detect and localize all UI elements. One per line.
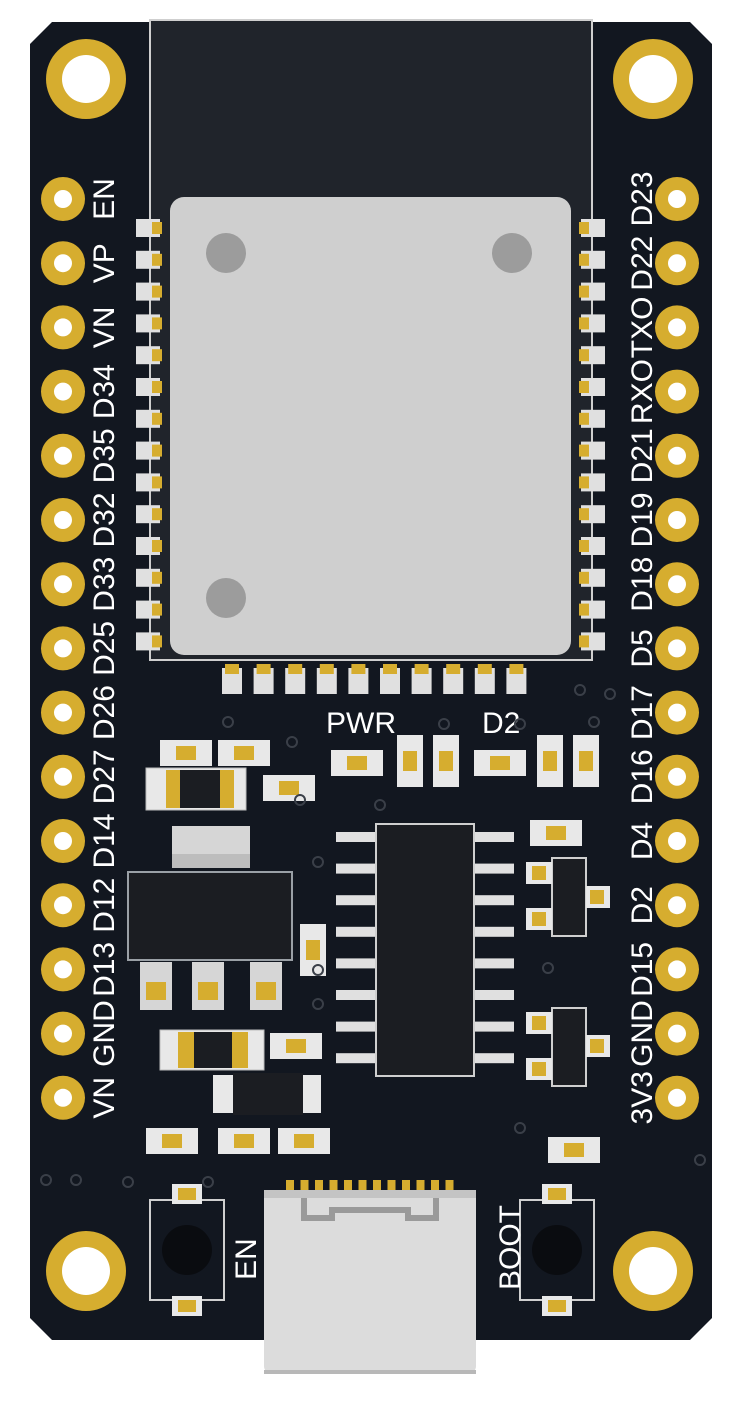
pin-label: D13: [88, 942, 121, 997]
diode-top: [145, 767, 247, 811]
pin-label: D26: [88, 685, 121, 740]
sma-diode: [213, 1073, 321, 1115]
en-button[interactable]: [149, 1184, 225, 1316]
boot-button[interactable]: [519, 1184, 595, 1316]
pin-label: D2: [626, 886, 659, 924]
pin-label: D34: [88, 364, 121, 419]
pin-label: D18: [626, 557, 659, 612]
pin-label: D32: [88, 492, 121, 547]
pwr-led-label: PWR: [326, 707, 396, 740]
wifi-module: [136, 19, 605, 694]
pin-label: VP: [88, 243, 121, 283]
mounting-holes: [46, 39, 693, 1311]
pin-label: D35: [88, 428, 121, 483]
module-shield: [170, 197, 571, 655]
pin-label: D21: [626, 428, 659, 483]
pin-label: D12: [88, 878, 121, 933]
boot-button-label: BOOT: [494, 1205, 527, 1290]
pin-label: VN: [88, 307, 121, 349]
pin-label: D17: [626, 685, 659, 740]
diode-bottom: [159, 1029, 265, 1071]
module-castellated-pads: [136, 219, 605, 694]
pin-label: D19: [626, 492, 659, 547]
en-button-label: EN: [230, 1238, 263, 1280]
en-button-actuator: [162, 1225, 212, 1275]
smd-components: [146, 735, 600, 1163]
pin-label: EN: [88, 178, 121, 220]
usb-c-connector: [264, 1180, 476, 1374]
pin-label: D33: [88, 557, 121, 612]
pin-label: D16: [626, 749, 659, 804]
usb-serial-chip: [336, 823, 514, 1077]
pin-label: GND: [88, 1000, 121, 1067]
pin-label: D5: [626, 629, 659, 667]
boot-button-actuator: [532, 1225, 582, 1275]
pin-label: D27: [88, 749, 121, 804]
pin-label: VN: [88, 1077, 121, 1119]
d2-led-label: D2: [482, 707, 520, 740]
pin-label: D14: [88, 813, 121, 868]
pin-label: GND: [626, 1000, 659, 1067]
voltage-regulator: [127, 826, 293, 1010]
transistor-bottom: [526, 1007, 610, 1087]
right-pin-pads: [655, 177, 699, 1120]
pin-label: TXO: [626, 297, 659, 359]
pin-label: D4: [626, 822, 659, 860]
shield-dimple: [206, 233, 246, 273]
pin-label: D15: [626, 942, 659, 997]
shield-dimple: [206, 578, 246, 618]
pin-label: D25: [88, 621, 121, 676]
pin-label: RXO: [626, 359, 659, 424]
left-pin-pads: [41, 177, 85, 1120]
pin-label: D23: [626, 171, 659, 226]
pin-label: 3V3: [626, 1071, 659, 1124]
shield-dimple: [492, 233, 532, 273]
transistor-top: [526, 857, 610, 937]
vias: [40, 684, 706, 1188]
pin-label: D22: [626, 236, 659, 291]
